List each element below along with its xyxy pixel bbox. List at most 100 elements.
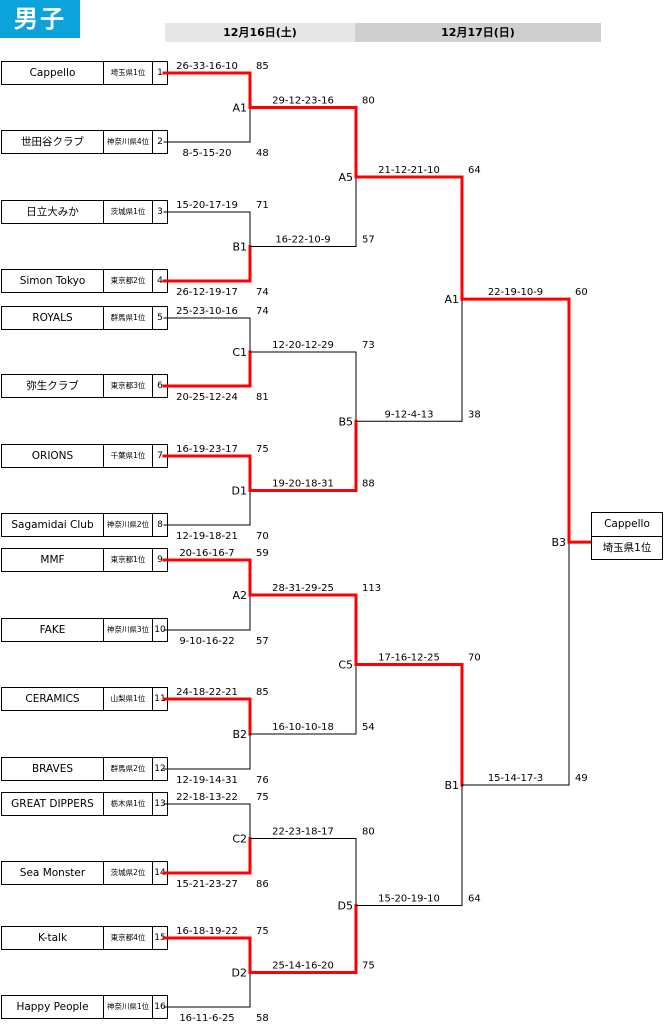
set-scores: 16-11-6-25 <box>179 1013 234 1024</box>
match-label: B1 <box>444 779 459 792</box>
team-name: ORIONS <box>2 445 104 467</box>
match-label: C5 <box>338 659 353 672</box>
total-score: 85 <box>256 61 269 72</box>
day2-header: 12月17日(日) <box>355 23 601 42</box>
match-label: B3 <box>551 536 566 549</box>
team-pref: 神奈川県1位 <box>104 996 153 1018</box>
total-score: 58 <box>256 1013 269 1024</box>
match-label: D2 <box>232 967 247 980</box>
team-seed: 9 <box>157 555 163 565</box>
team-pref: 茨城県2位 <box>104 862 153 884</box>
team-name: K-talk <box>2 927 104 949</box>
total-score: 64 <box>468 165 481 176</box>
total-score: 49 <box>575 773 588 784</box>
set-scores: 9-10-16-22 <box>179 636 234 647</box>
team-pref: 神奈川県4位 <box>104 131 153 153</box>
team-seed: 4 <box>157 276 163 286</box>
team-seed: 13 <box>154 799 166 809</box>
set-scores: 25-14-16-20 <box>272 961 334 972</box>
day1-header: 12月16日(土) <box>165 23 355 42</box>
set-scores: 15-14-17-3 <box>488 773 543 784</box>
set-scores: 26-12-19-17 <box>176 287 238 298</box>
set-scores: 20-16-16-7 <box>179 548 234 559</box>
total-score: 57 <box>362 235 375 246</box>
team-name: BRAVES <box>2 758 104 780</box>
team-row: 日立大みか茨城県1位 3 <box>1 200 168 224</box>
total-score: 76 <box>256 775 269 786</box>
total-score: 75 <box>256 792 269 803</box>
total-score: 86 <box>256 879 269 890</box>
total-score: 74 <box>256 306 269 317</box>
team-name: Sea Monster <box>2 862 104 884</box>
set-scores: 16-22-10-9 <box>275 235 330 246</box>
team-seed: 14 <box>154 868 166 878</box>
total-score: 113 <box>362 583 381 594</box>
total-score: 38 <box>468 409 481 420</box>
total-score: 80 <box>362 96 375 107</box>
team-seed: 6 <box>157 381 163 391</box>
total-score: 70 <box>468 653 481 664</box>
team-name: Sagamidai Club <box>2 514 104 536</box>
total-score: 75 <box>256 926 269 937</box>
champion-box: Cappello 埼玉県1位 <box>591 512 663 560</box>
set-scores: 8-5-15-20 <box>183 148 232 159</box>
team-seed: 10 <box>154 625 166 635</box>
match-label: B1 <box>232 241 247 254</box>
match-label: A1 <box>444 293 459 306</box>
team-name: Happy People <box>2 996 104 1018</box>
set-scores: 15-20-19-10 <box>378 894 440 905</box>
set-scores: 22-18-13-22 <box>176 792 238 803</box>
team-seed: 1 <box>157 68 163 78</box>
total-score: 85 <box>256 687 269 698</box>
set-scores: 21-12-21-10 <box>378 165 440 176</box>
set-scores: 22-23-18-17 <box>272 827 334 838</box>
team-name: 日立大みか <box>2 201 104 223</box>
team-pref: 東京都4位 <box>104 927 153 949</box>
set-scores: 26-33-16-10 <box>176 61 238 72</box>
set-scores: 17-16-12-25 <box>378 653 440 664</box>
set-scores: 12-20-12-29 <box>272 340 334 351</box>
match-label: D1 <box>232 485 247 498</box>
match-label: C1 <box>232 346 247 359</box>
team-seed: 15 <box>154 933 166 943</box>
set-scores: 16-19-23-17 <box>176 444 238 455</box>
page-title: 男子 <box>0 0 80 38</box>
total-score: 48 <box>256 148 269 159</box>
team-name: GREAT DIPPERS <box>2 793 104 815</box>
team-name: Simon Tokyo <box>2 270 104 292</box>
champion-pref: 埼玉県1位 <box>602 542 652 554</box>
team-pref: 茨城県1位 <box>104 201 153 223</box>
set-scores: 15-21-23-27 <box>176 879 238 890</box>
team-name: MMF <box>2 549 104 571</box>
set-scores: 12-19-18-21 <box>176 531 238 542</box>
team-pref: 群馬県2位 <box>104 758 153 780</box>
total-score: 74 <box>256 287 269 298</box>
team-name: FAKE <box>2 619 104 641</box>
match-label: B2 <box>232 728 247 741</box>
match-label: A5 <box>338 171 353 184</box>
total-score: 88 <box>362 479 375 490</box>
team-seed: 12 <box>154 764 166 774</box>
set-scores: 22-19-10-9 <box>488 287 543 298</box>
team-pref: 神奈川県3位 <box>104 619 153 641</box>
team-seed: 2 <box>157 137 163 147</box>
set-scores: 29-12-23-16 <box>272 96 334 107</box>
team-pref: 栃木県1位 <box>104 793 153 815</box>
total-score: 54 <box>362 722 375 733</box>
total-score: 75 <box>256 444 269 455</box>
team-name: ROYALS <box>2 307 104 329</box>
match-label: D5 <box>338 900 353 913</box>
set-scores: 16-18-19-22 <box>176 926 238 937</box>
team-seed: 3 <box>157 207 163 217</box>
total-score: 81 <box>256 392 269 403</box>
